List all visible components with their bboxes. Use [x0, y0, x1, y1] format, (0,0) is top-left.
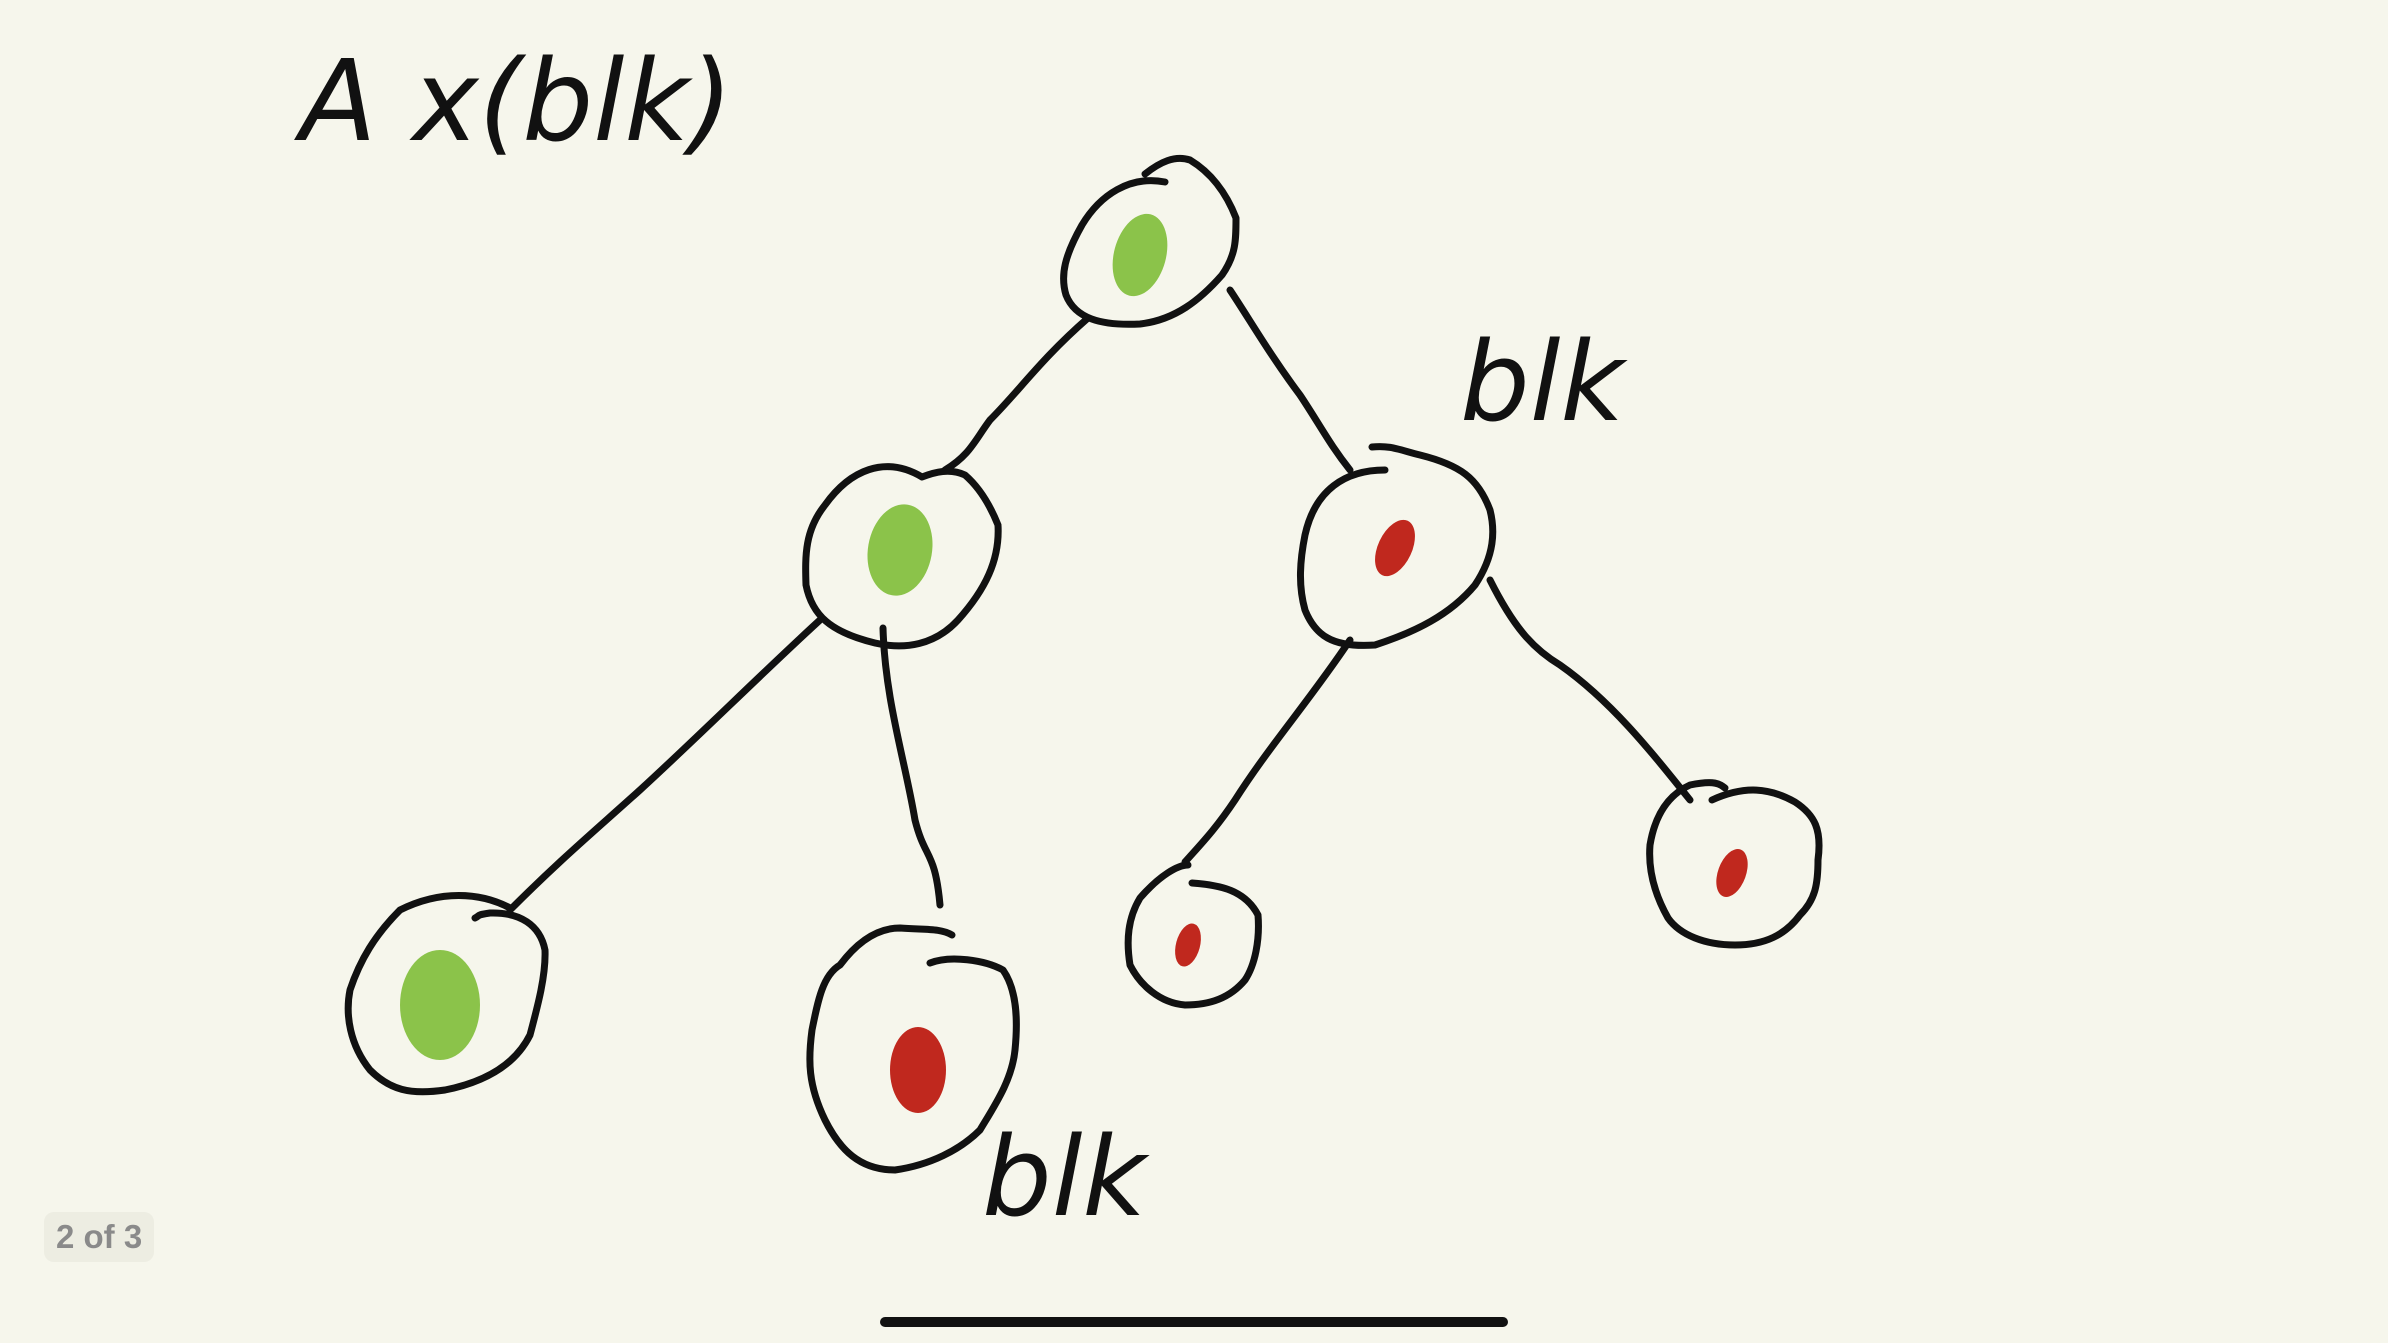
- edge-right-rightleft: [1181, 636, 1354, 866]
- edge-left-leftleft: [506, 616, 824, 914]
- home-indicator-bar[interactable]: [880, 1317, 1508, 1327]
- tree-node-left-left: [344, 892, 549, 1096]
- node-fill-red: [1716, 849, 1748, 897]
- edge-root-left: [941, 314, 1092, 474]
- tree-node-right-left: [1124, 861, 1262, 1009]
- node-fill-green: [400, 950, 480, 1060]
- node-fill-red: [1375, 519, 1415, 577]
- node-fill-red: [890, 1027, 946, 1113]
- label-blk-right: blk: [1460, 318, 1628, 446]
- tree-node-root: [1060, 154, 1240, 328]
- node-fill-green: [1112, 213, 1168, 297]
- tree-node-right-right: [1646, 779, 1823, 949]
- page-indicator: 2 of 3: [44, 1212, 155, 1262]
- tree-node-right: [1296, 443, 1497, 649]
- edge-left-leftright: [879, 624, 944, 909]
- node-fill-green: [867, 504, 933, 596]
- page-title: A x(blk): [294, 37, 733, 167]
- tree-node-left: [802, 463, 1002, 650]
- edge-root-right: [1226, 286, 1354, 474]
- label-blk-bottom: blk: [982, 1113, 1150, 1241]
- node-fill-red: [1175, 923, 1201, 967]
- tree-node-left-right: [806, 924, 1020, 1174]
- edge-right-rightright: [1486, 576, 1694, 804]
